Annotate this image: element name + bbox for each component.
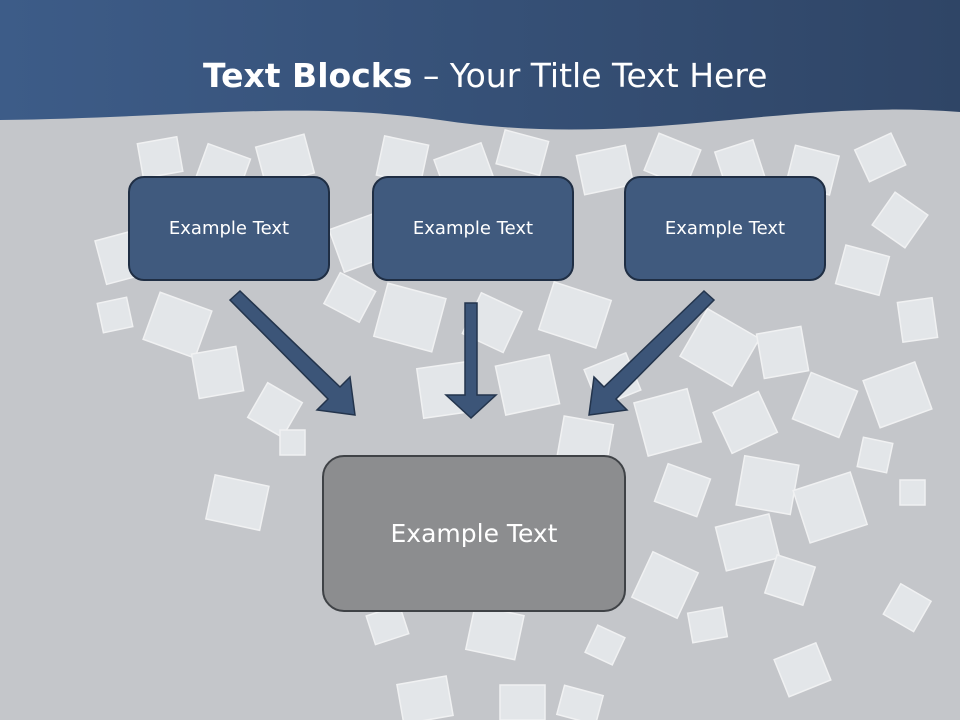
title-rest: Your Title Text Here [449, 56, 768, 95]
title-bold: Text Blocks [203, 56, 413, 95]
bottom-block: Example Text [322, 455, 626, 612]
top-block-left: Example Text [128, 176, 330, 281]
top-block-center: Example Text [372, 176, 574, 281]
title-dash: – [422, 56, 440, 95]
top-block-right: Example Text [624, 176, 826, 281]
slide-title: Text Blocks – Your Title Text Here [203, 52, 768, 100]
